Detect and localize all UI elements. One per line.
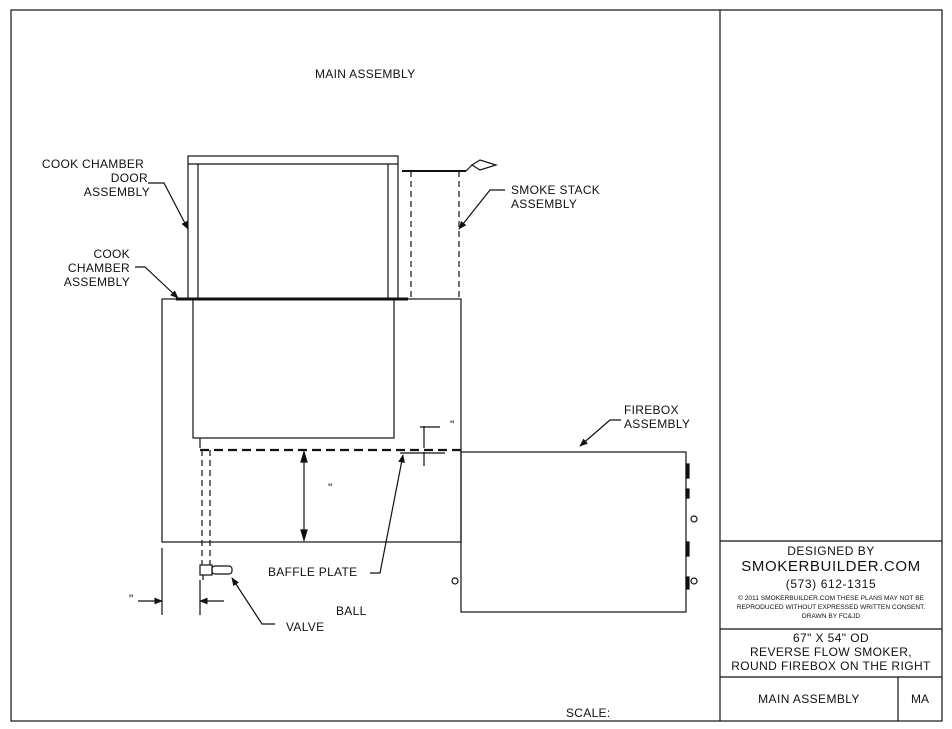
cook-chamber	[161, 297, 462, 543]
desc-line2: REVERSE FLOW SMOKER,	[749, 645, 913, 659]
cook-chamber-assembly-label: COOK CHAMBER ASSEMBLY	[50, 247, 130, 289]
door-label-line3: ASSEMBLY	[83, 185, 150, 199]
valve-label: VALVE	[286, 620, 325, 634]
stack-label-line2: ASSEMBLY	[511, 197, 578, 211]
firebox-label-line1: FIREBOX	[624, 403, 679, 417]
desc-line3: ROUND FIREBOX ON THE RIGHT	[731, 659, 931, 673]
firebox-assembly-label: FIREBOX ASSEMBLY	[624, 403, 690, 431]
firebox	[451, 451, 698, 613]
door-label-line1: COOK CHAMBER	[41, 157, 145, 171]
dimension-lines	[138, 426, 445, 615]
sheet-border	[10, 9, 943, 722]
desc-line1: 67" X 54" OD	[792, 631, 870, 645]
smoke-stack	[402, 159, 499, 299]
title-block-designer: DESIGNED BY SMOKERBUILDER.COM (573) 612-…	[720, 544, 942, 621]
copyright-line2: REPRODUCED WITHOUT EXPRESSED WRITTEN CON…	[736, 604, 926, 611]
dimension-inch-bottom: "	[129, 592, 134, 606]
firebox-label-line2: ASSEMBLY	[624, 417, 691, 431]
door-label-line2: DOOR	[110, 171, 148, 185]
dimension-inch-mid: "	[328, 481, 333, 495]
door-assembly-label: COOK CHAMBER DOOR ASSEMBLY	[36, 157, 150, 199]
cook-label-line1: COOK	[93, 247, 130, 261]
phone-text: (573) 612-1315	[785, 577, 877, 591]
copyright-line1: © 2011 SMOKERBUILDER.COM THESE PLANS MAY…	[738, 595, 924, 602]
cook-chamber-door	[187, 155, 399, 300]
stack-label-line1: SMOKE STACK	[511, 183, 601, 197]
cook-label-line2: CHAMBER	[67, 261, 130, 275]
website-text: SMOKERBUILDER.COM	[741, 558, 921, 575]
sheet-code: MA	[911, 692, 929, 706]
title-block-grid	[720, 540, 942, 721]
designed-by-text: DESIGNED BY	[787, 544, 875, 558]
drawing-title: MAIN ASSEMBLY	[315, 67, 416, 81]
sheet-title: MAIN ASSEMBLY	[758, 692, 860, 706]
dimension-inch-top: "	[450, 418, 455, 432]
drain-pipe	[199, 450, 233, 580]
baffle-plate-label: BAFFLE PLATE	[268, 565, 358, 579]
ball-label: BALL	[336, 604, 367, 618]
drawn-by-text: DRAWN BY FC&JD	[801, 613, 861, 620]
leader-lines	[135, 182, 621, 625]
cook-label-line3: ASSEMBLY	[63, 275, 130, 289]
title-block-description: 67" X 54" OD REVERSE FLOW SMOKER, ROUND …	[720, 631, 942, 673]
smoke-stack-assembly-label: SMOKE STACK ASSEMBLY	[511, 183, 600, 211]
scale-label: SCALE:	[566, 706, 611, 720]
